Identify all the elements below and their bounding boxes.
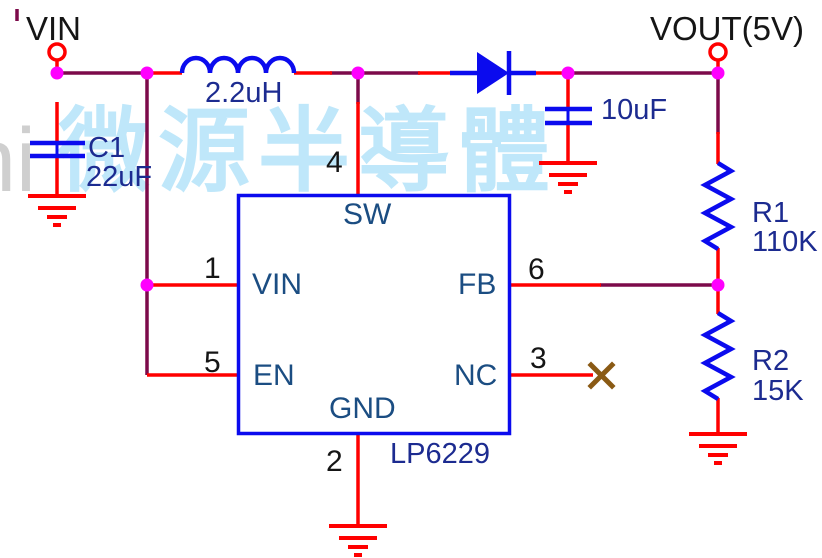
ground-symbol-output-cap bbox=[539, 161, 597, 194]
c1-ref: C1 bbox=[88, 132, 126, 164]
ic-body bbox=[236, 193, 512, 436]
pin-name-gnd: GND bbox=[329, 392, 396, 425]
pin-number-nc: 3 bbox=[530, 342, 547, 375]
capacitor-symbol-c1 bbox=[30, 140, 85, 159]
ground-symbol-r2 bbox=[689, 432, 747, 465]
r2-value: 15K bbox=[752, 375, 804, 407]
r1-ref: R1 bbox=[752, 197, 790, 229]
diode-symbol bbox=[450, 51, 536, 95]
r2-ref: R2 bbox=[752, 345, 790, 377]
pin-name-en: EN bbox=[253, 359, 295, 392]
r1-value: 110K bbox=[752, 226, 818, 258]
pin-number-vin: 1 bbox=[204, 252, 221, 285]
pin-number-en: 5 bbox=[204, 346, 221, 379]
watermark-cjk-text: 微源半導體 bbox=[58, 101, 559, 203]
vout-terminal-icon bbox=[708, 42, 728, 62]
ground-symbol-c1 bbox=[28, 194, 86, 227]
pin-name-sw: SW bbox=[343, 198, 392, 231]
inductor-value: 2.2uH bbox=[205, 77, 283, 109]
capacitor-symbol-output bbox=[545, 106, 592, 126]
inductor-symbol bbox=[179, 55, 297, 74]
output-cap-value: 10uF bbox=[601, 94, 668, 126]
vout-net-label: VOUT(5V) bbox=[650, 10, 805, 47]
c1-value: 22uF bbox=[86, 161, 153, 193]
ic-part-number: LP6229 bbox=[390, 438, 490, 470]
ground-symbol-gnd-pin bbox=[329, 524, 387, 557]
pin-number-gnd: 2 bbox=[326, 445, 343, 478]
junction-dot bbox=[50, 66, 725, 292]
wire bbox=[55, 60, 720, 526]
resistor-symbol-r1 bbox=[700, 161, 736, 251]
pin-number-fb: 6 bbox=[528, 253, 545, 286]
pin-number-sw: 4 bbox=[326, 146, 343, 179]
watermark-latin-fragment: ni bbox=[0, 111, 37, 211]
pin-name-vin: VIN bbox=[252, 268, 303, 301]
resistor-symbol-r2 bbox=[700, 311, 736, 401]
vin-net-label: VIN bbox=[26, 10, 82, 47]
pin-name-nc: NC bbox=[454, 359, 498, 392]
vin-terminal-icon bbox=[47, 42, 67, 62]
pin-name-fb: FB bbox=[458, 268, 497, 301]
no-connect-x-icon bbox=[587, 361, 616, 390]
